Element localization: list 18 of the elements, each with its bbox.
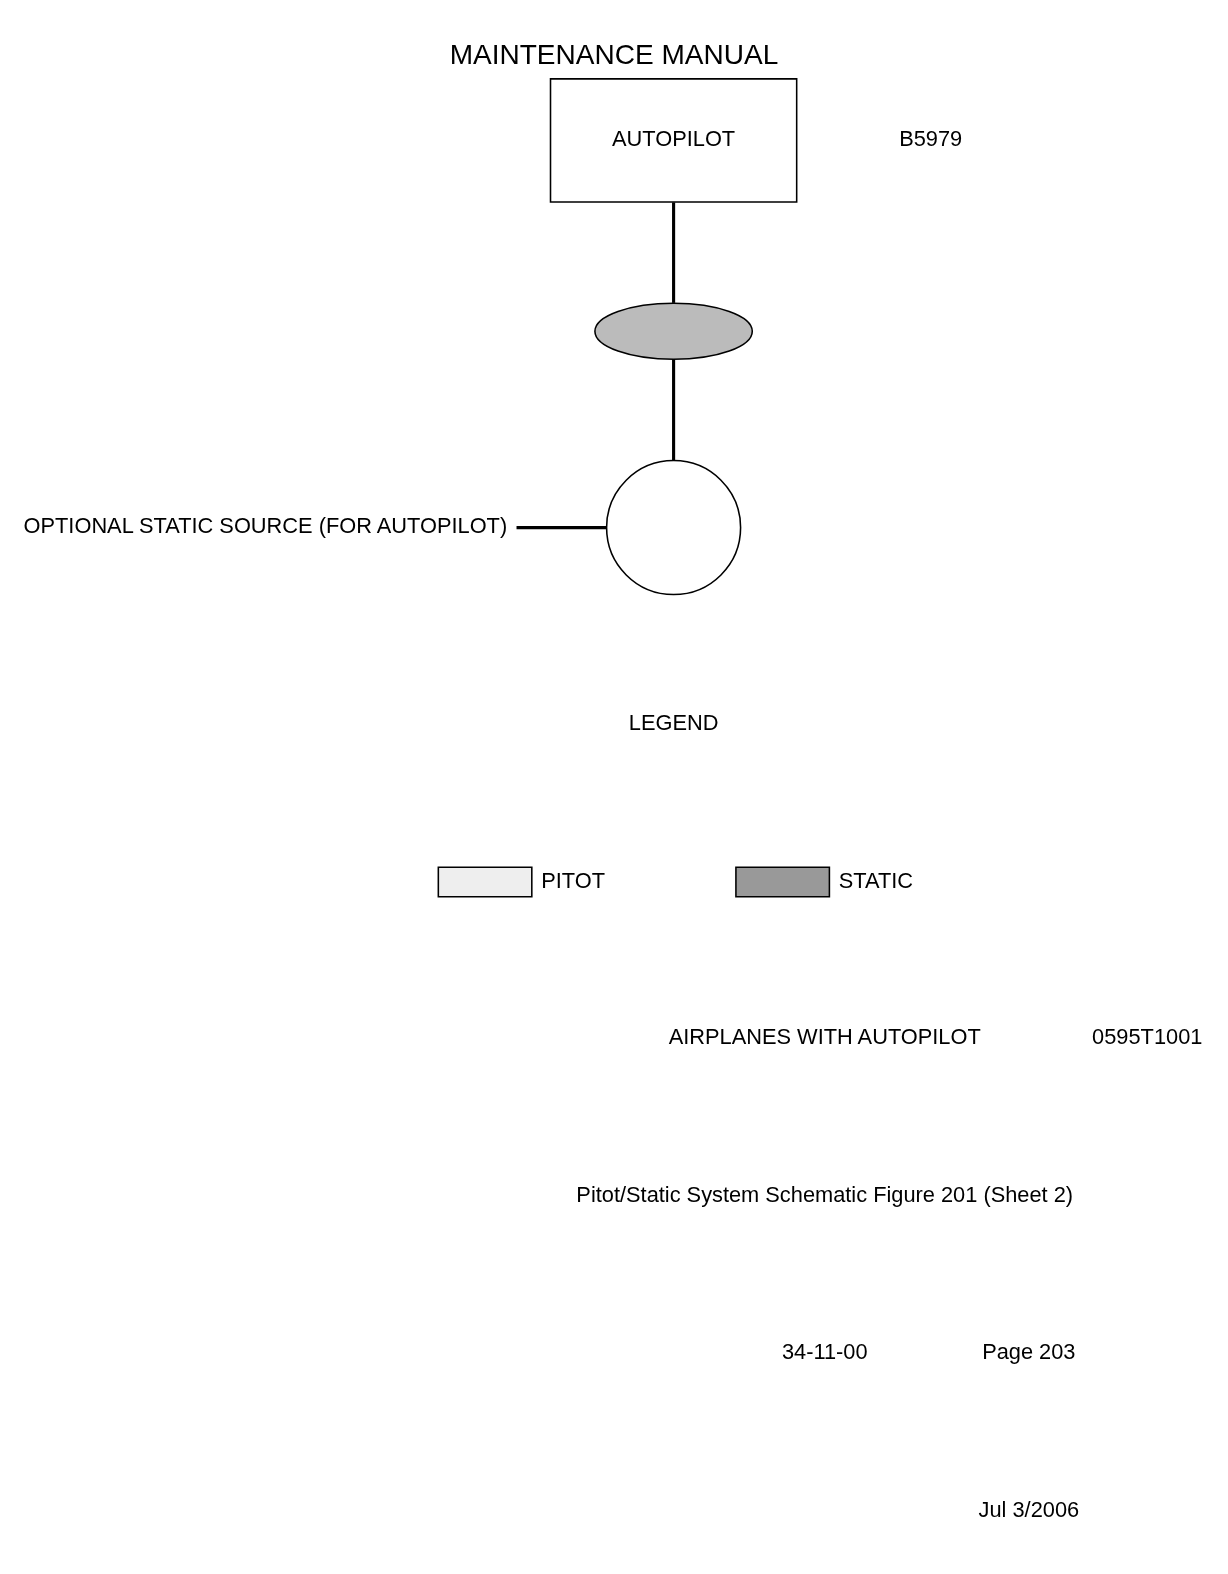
node-circle [605, 459, 742, 596]
label: Page 203 [982, 1339, 1076, 1365]
legend-label: PITOT [541, 867, 605, 893]
label: 34-11-00 [781, 1339, 868, 1365]
connector [672, 202, 676, 303]
label: LEGEND [628, 709, 719, 735]
label: Jul 3/2006 [978, 1496, 1080, 1522]
node-oval [594, 302, 754, 361]
legend-label: STATIC [838, 867, 914, 893]
connector [672, 359, 676, 461]
label: 0595T1001 [1092, 1024, 1203, 1050]
connector [516, 526, 607, 530]
caption: Pitot/Static System Schematic Figure 201 (Sheet 2) [576, 1181, 1074, 1207]
label: B5979 [899, 126, 963, 152]
node-text: OPTIONAL STATIC SOURCE (FOR AUTOPILOT) [23, 513, 508, 539]
node-box: AUTOPILOT [549, 78, 798, 203]
label: AIRPLANES WITH AUTOPILOT [668, 1024, 981, 1050]
diagram-title: MAINTENANCE MANUAL [449, 38, 779, 70]
